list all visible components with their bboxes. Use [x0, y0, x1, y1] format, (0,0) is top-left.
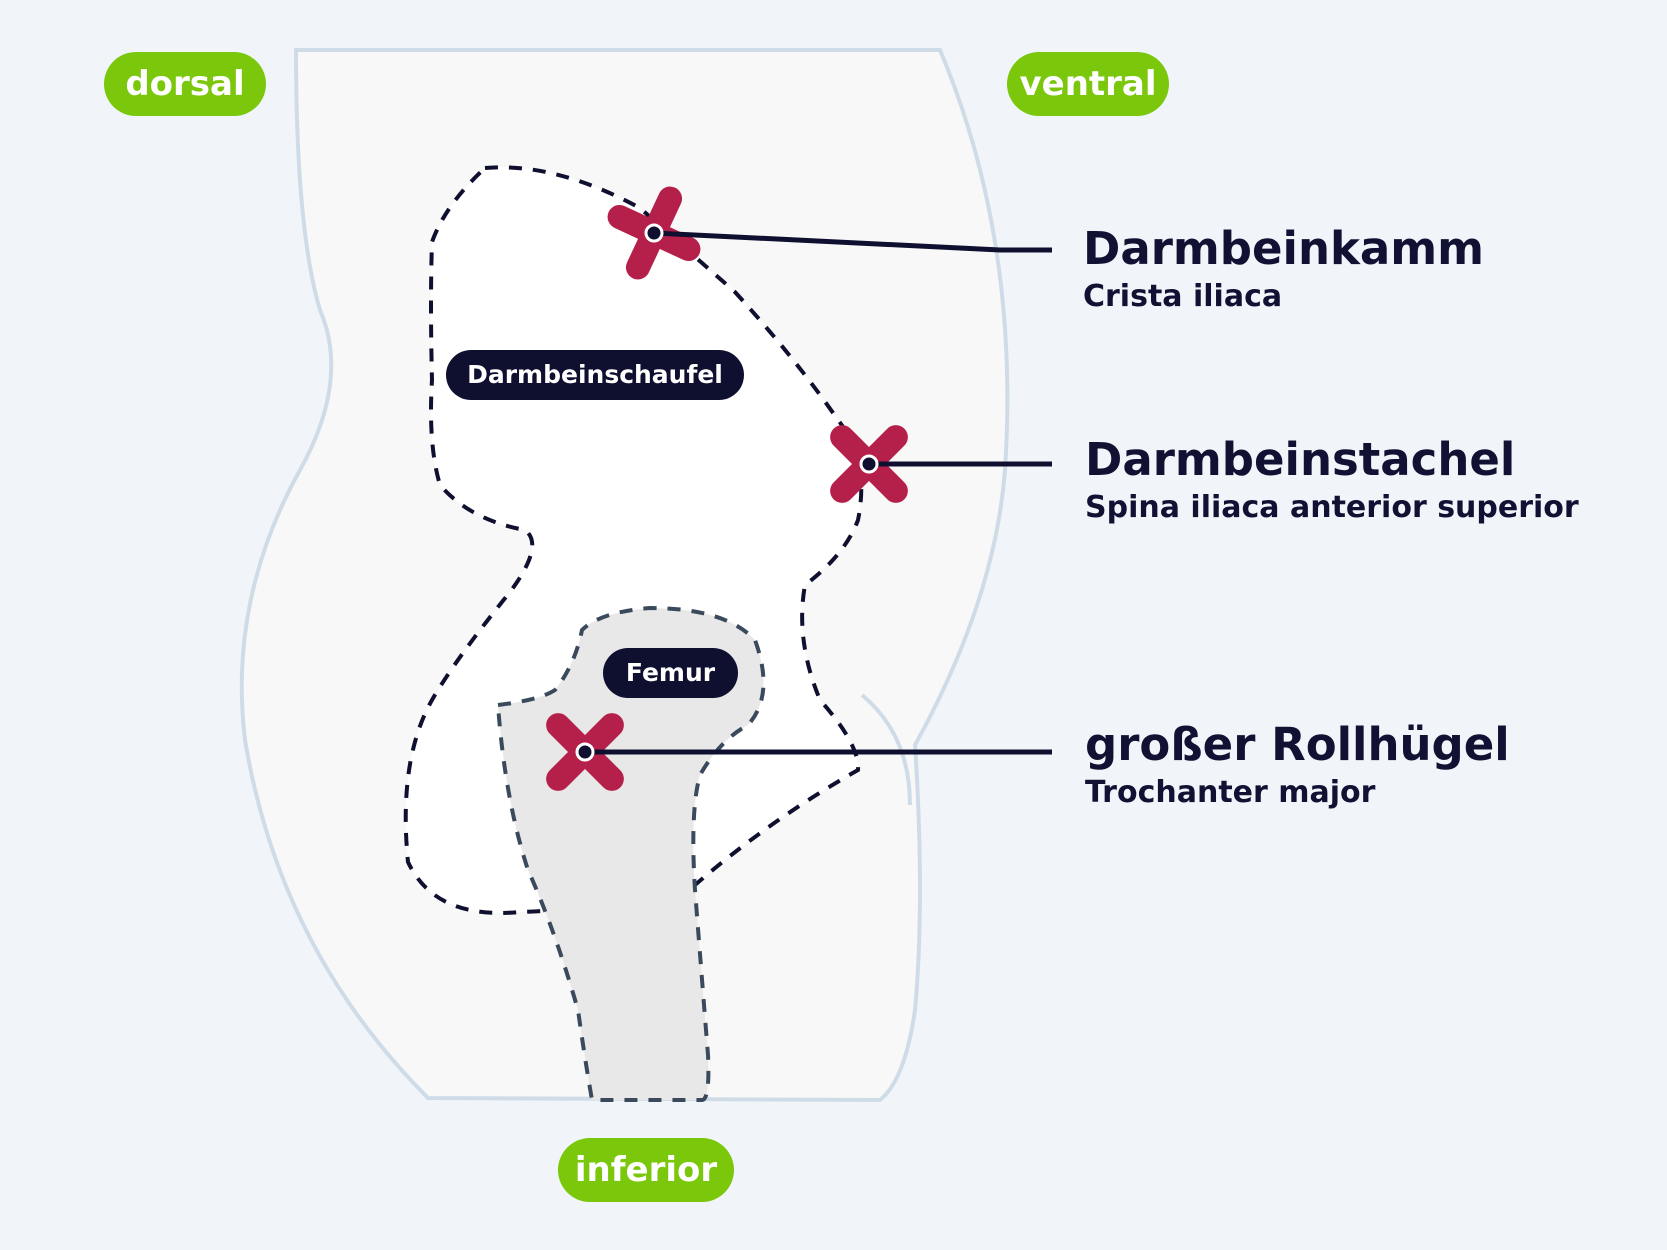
callout-iliac-crest: Darmbeinkamm Crista iliaca: [1083, 222, 1484, 318]
callout-iliac-spine-title: Darmbeinstachel: [1085, 433, 1516, 486]
thigh-crease-line: [860, 693, 912, 806]
orientation-ventral-label: ventral: [1007, 52, 1169, 116]
landmark-markers: [546, 186, 1052, 791]
iliac-spine-anchor-dot: [859, 454, 879, 474]
iliac-crest-anchor-dot: [644, 223, 664, 243]
ilium-wing-label: Darmbeinschaufel: [446, 350, 744, 400]
iliac-crest-leader-line: [653, 230, 1052, 253]
callout-greater-trochanter-subtitle: Trochanter major: [1085, 775, 1376, 810]
callout-greater-trochanter-title: großer Rollhügel: [1085, 718, 1510, 771]
callout-iliac-crest-title: Darmbeinkamm: [1083, 222, 1485, 275]
greater-trochanter-anchor-dot: [575, 742, 595, 762]
callout-iliac-spine: Darmbeinstachel Spina iliaca anterior su…: [1085, 433, 1579, 529]
femur-label: Femur: [603, 648, 738, 698]
orientation-inferior-label: inferior: [558, 1138, 734, 1202]
callout-iliac-crest-subtitle: Crista iliaca: [1083, 279, 1283, 314]
callout-greater-trochanter: großer Rollhügel Trochanter major: [1085, 718, 1510, 814]
orientation-dorsal-label: dorsal: [104, 52, 266, 116]
callout-iliac-spine-subtitle: Spina iliaca anterior superior: [1085, 490, 1579, 525]
